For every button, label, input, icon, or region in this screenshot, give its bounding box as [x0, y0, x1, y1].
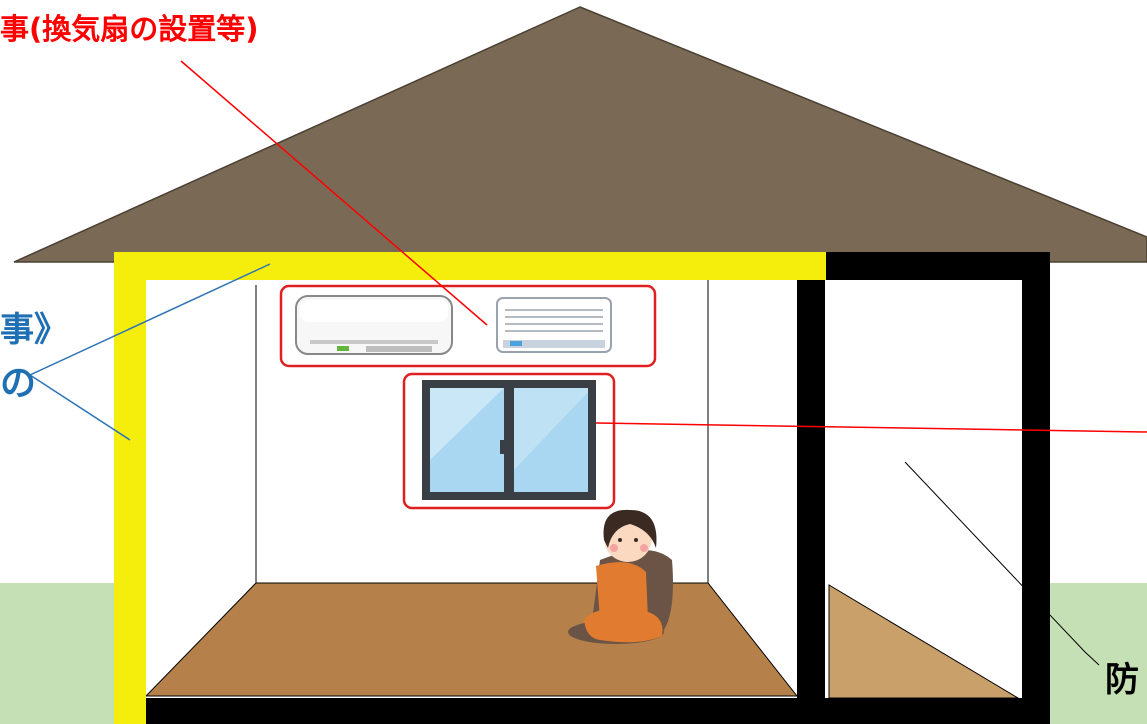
ac-fan-highlight-box [279, 284, 657, 368]
ventilation-work-label: 事(換気扇の設置等) [0, 12, 259, 46]
air-conditioner-icon [295, 295, 453, 355]
insulation-work-label-line2: の [0, 363, 37, 404]
window-highlight-box [402, 372, 616, 510]
black-foundation [146, 698, 1050, 724]
insulated-left-wall [114, 252, 146, 724]
black-right-wall [1022, 252, 1050, 724]
room-floor [144, 582, 799, 697]
leader-line-window [595, 422, 1147, 433]
roof [13, 6, 1147, 263]
insulated-ceiling [114, 252, 826, 280]
seated-girl-illustration [568, 509, 673, 644]
black-partition-wall [797, 280, 825, 700]
ground-right [1050, 583, 1147, 724]
black-ceiling [826, 252, 1050, 280]
bottom-right-label: 防 [1105, 660, 1139, 700]
insulation-work-label-line1: 事》 [0, 310, 68, 350]
leader-lines-insulation [28, 263, 271, 441]
ground-left [0, 583, 120, 724]
leader-line-ventilation [180, 60, 488, 326]
double-window-icon [422, 380, 596, 500]
ventilation-fan-icon [496, 297, 612, 353]
leader-line-closet [904, 461, 1100, 666]
